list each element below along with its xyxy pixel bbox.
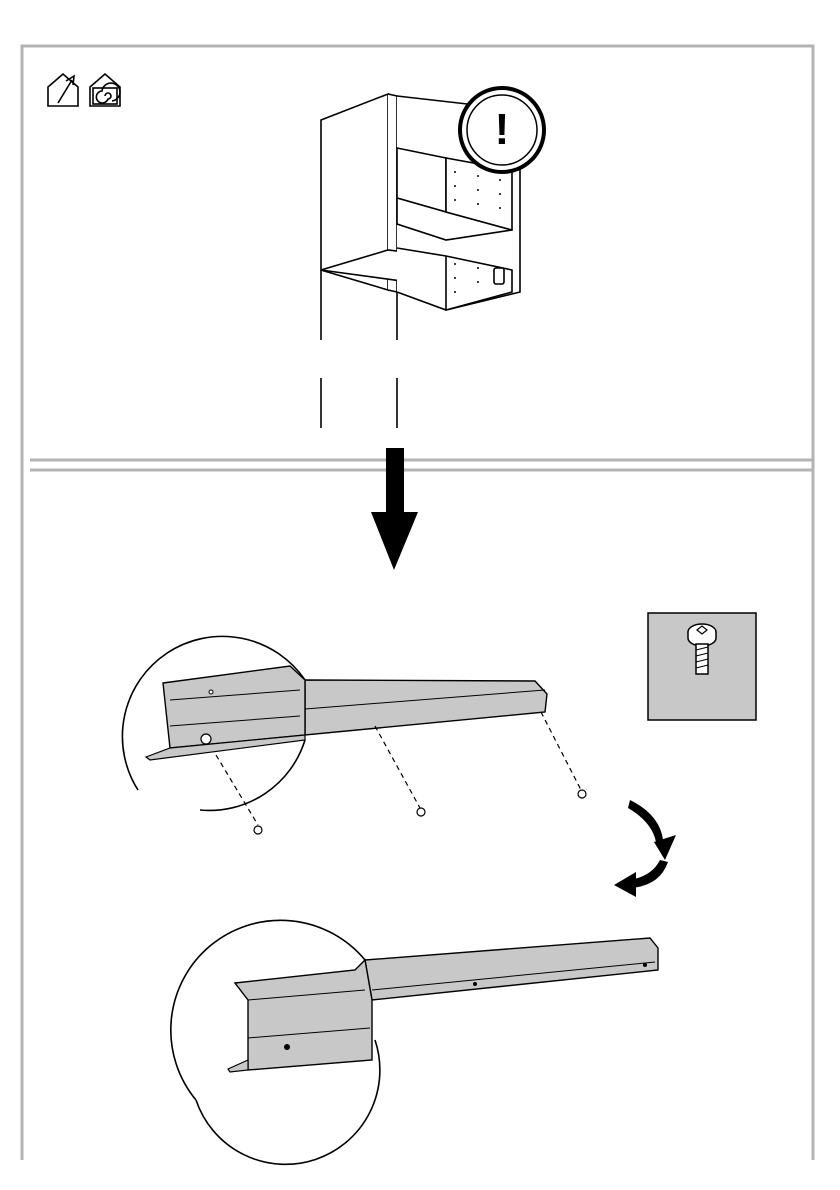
mounting-rail-rotated bbox=[171, 920, 658, 1164]
house-spiral-icon bbox=[90, 74, 120, 106]
down-arrow-icon bbox=[371, 448, 418, 570]
cabinet-extension-lines bbox=[321, 270, 397, 428]
mounting-rail-with-screws bbox=[122, 636, 586, 834]
warning-exclamation: ! bbox=[482, 100, 522, 160]
rotate-arrow-icon bbox=[614, 800, 676, 897]
house-out-arrow-icon bbox=[48, 74, 78, 106]
torx-screw-icon bbox=[648, 613, 756, 720]
